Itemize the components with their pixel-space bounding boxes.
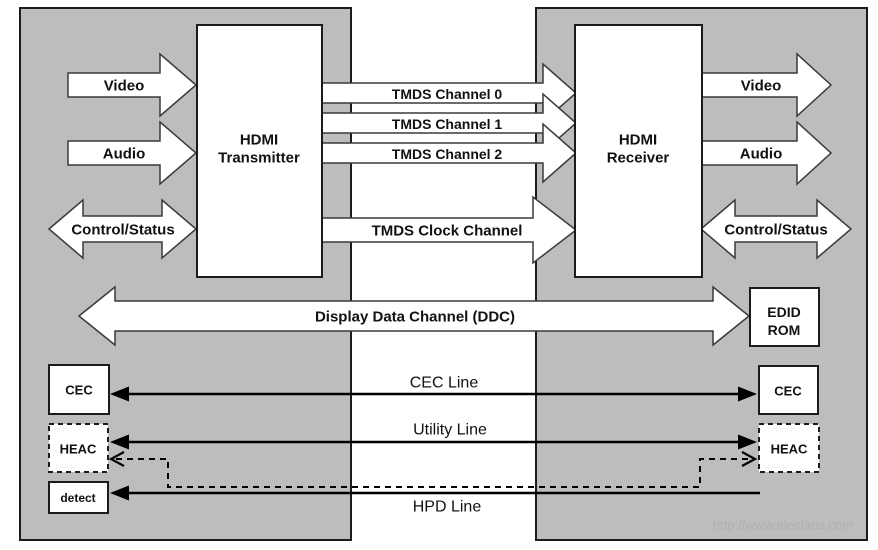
ddc-label: Display Data Channel (DDC): [315, 309, 515, 326]
edid-rom-box: [749, 287, 820, 347]
cec-right-label: CEC: [774, 384, 802, 399]
video-out-arrow: [701, 52, 833, 118]
control-status-left-label: Control/Status: [71, 222, 174, 239]
cec-line-left-arrowhead: [110, 386, 129, 402]
hdmi-receiver-label-line2: Receiver: [607, 150, 670, 167]
utility-line-label: Utility Line: [413, 422, 487, 439]
video-out-label: Video: [741, 78, 782, 95]
hdmi-transmitter-label-line1: HDMI: [240, 132, 278, 149]
video-in-label: Video: [104, 78, 145, 95]
cec-left-label: CEC: [65, 383, 93, 398]
tmds-channel2-arrow: [321, 122, 578, 184]
control-status-right-label: Control/Status: [724, 222, 827, 239]
hdmi-receiver-label-line1: HDMI: [619, 132, 657, 149]
cec-right-box: [758, 365, 819, 415]
audio-in-label: Audio: [103, 146, 146, 163]
heac-dashed-right-arrowhead: [741, 451, 758, 467]
audio-out-label: Audio: [740, 146, 783, 163]
edid-rom-label-line2: ROM: [768, 322, 801, 338]
utility-line-left-arrowhead: [110, 434, 129, 450]
audio-out-arrow: [701, 120, 833, 186]
watermark-text: http://www.elecfans.com: [713, 518, 853, 533]
tmds-channel2-label: TMDS Channel 2: [392, 146, 503, 162]
control-status-right-arrow: [699, 198, 853, 260]
hdmi-receiver-box: [574, 24, 703, 278]
tmds-clock-label: TMDS Clock Channel: [372, 223, 523, 240]
hpd-line-left-arrowhead: [110, 485, 129, 501]
cec-line-right-arrowhead: [738, 386, 757, 402]
tmds-channel0-arrow: [321, 62, 578, 124]
detect-box: [48, 481, 109, 514]
heac-right-box: [758, 423, 820, 473]
heac-dashed-path: [116, 458, 750, 488]
cec-left-box: [48, 364, 110, 415]
heac-right-label: HEAC: [771, 442, 808, 457]
tmds-channel1-arrow: [321, 92, 578, 154]
tmds-channel1-label: TMDS Channel 1: [392, 116, 503, 132]
hdmi-transmitter-box: [196, 24, 323, 278]
heac-left-label: HEAC: [60, 442, 97, 457]
edid-rom-label-line1: EDID: [767, 304, 800, 320]
video-in-arrow: [67, 52, 198, 118]
hpd-line-label: HPD Line: [413, 499, 482, 516]
detect-label: detect: [60, 491, 95, 505]
audio-in-arrow: [67, 120, 198, 186]
heac-left-box: [48, 423, 109, 473]
cec-line-label: CEC Line: [410, 375, 479, 392]
tmds-clock-arrow: [321, 195, 578, 265]
tmds-channel0-label: TMDS Channel 0: [392, 86, 503, 102]
heac-dashed-left-arrowhead: [108, 451, 125, 467]
utility-line-right-arrowhead: [738, 434, 757, 450]
hdmi-transmitter-label-line2: Transmitter: [218, 150, 300, 167]
